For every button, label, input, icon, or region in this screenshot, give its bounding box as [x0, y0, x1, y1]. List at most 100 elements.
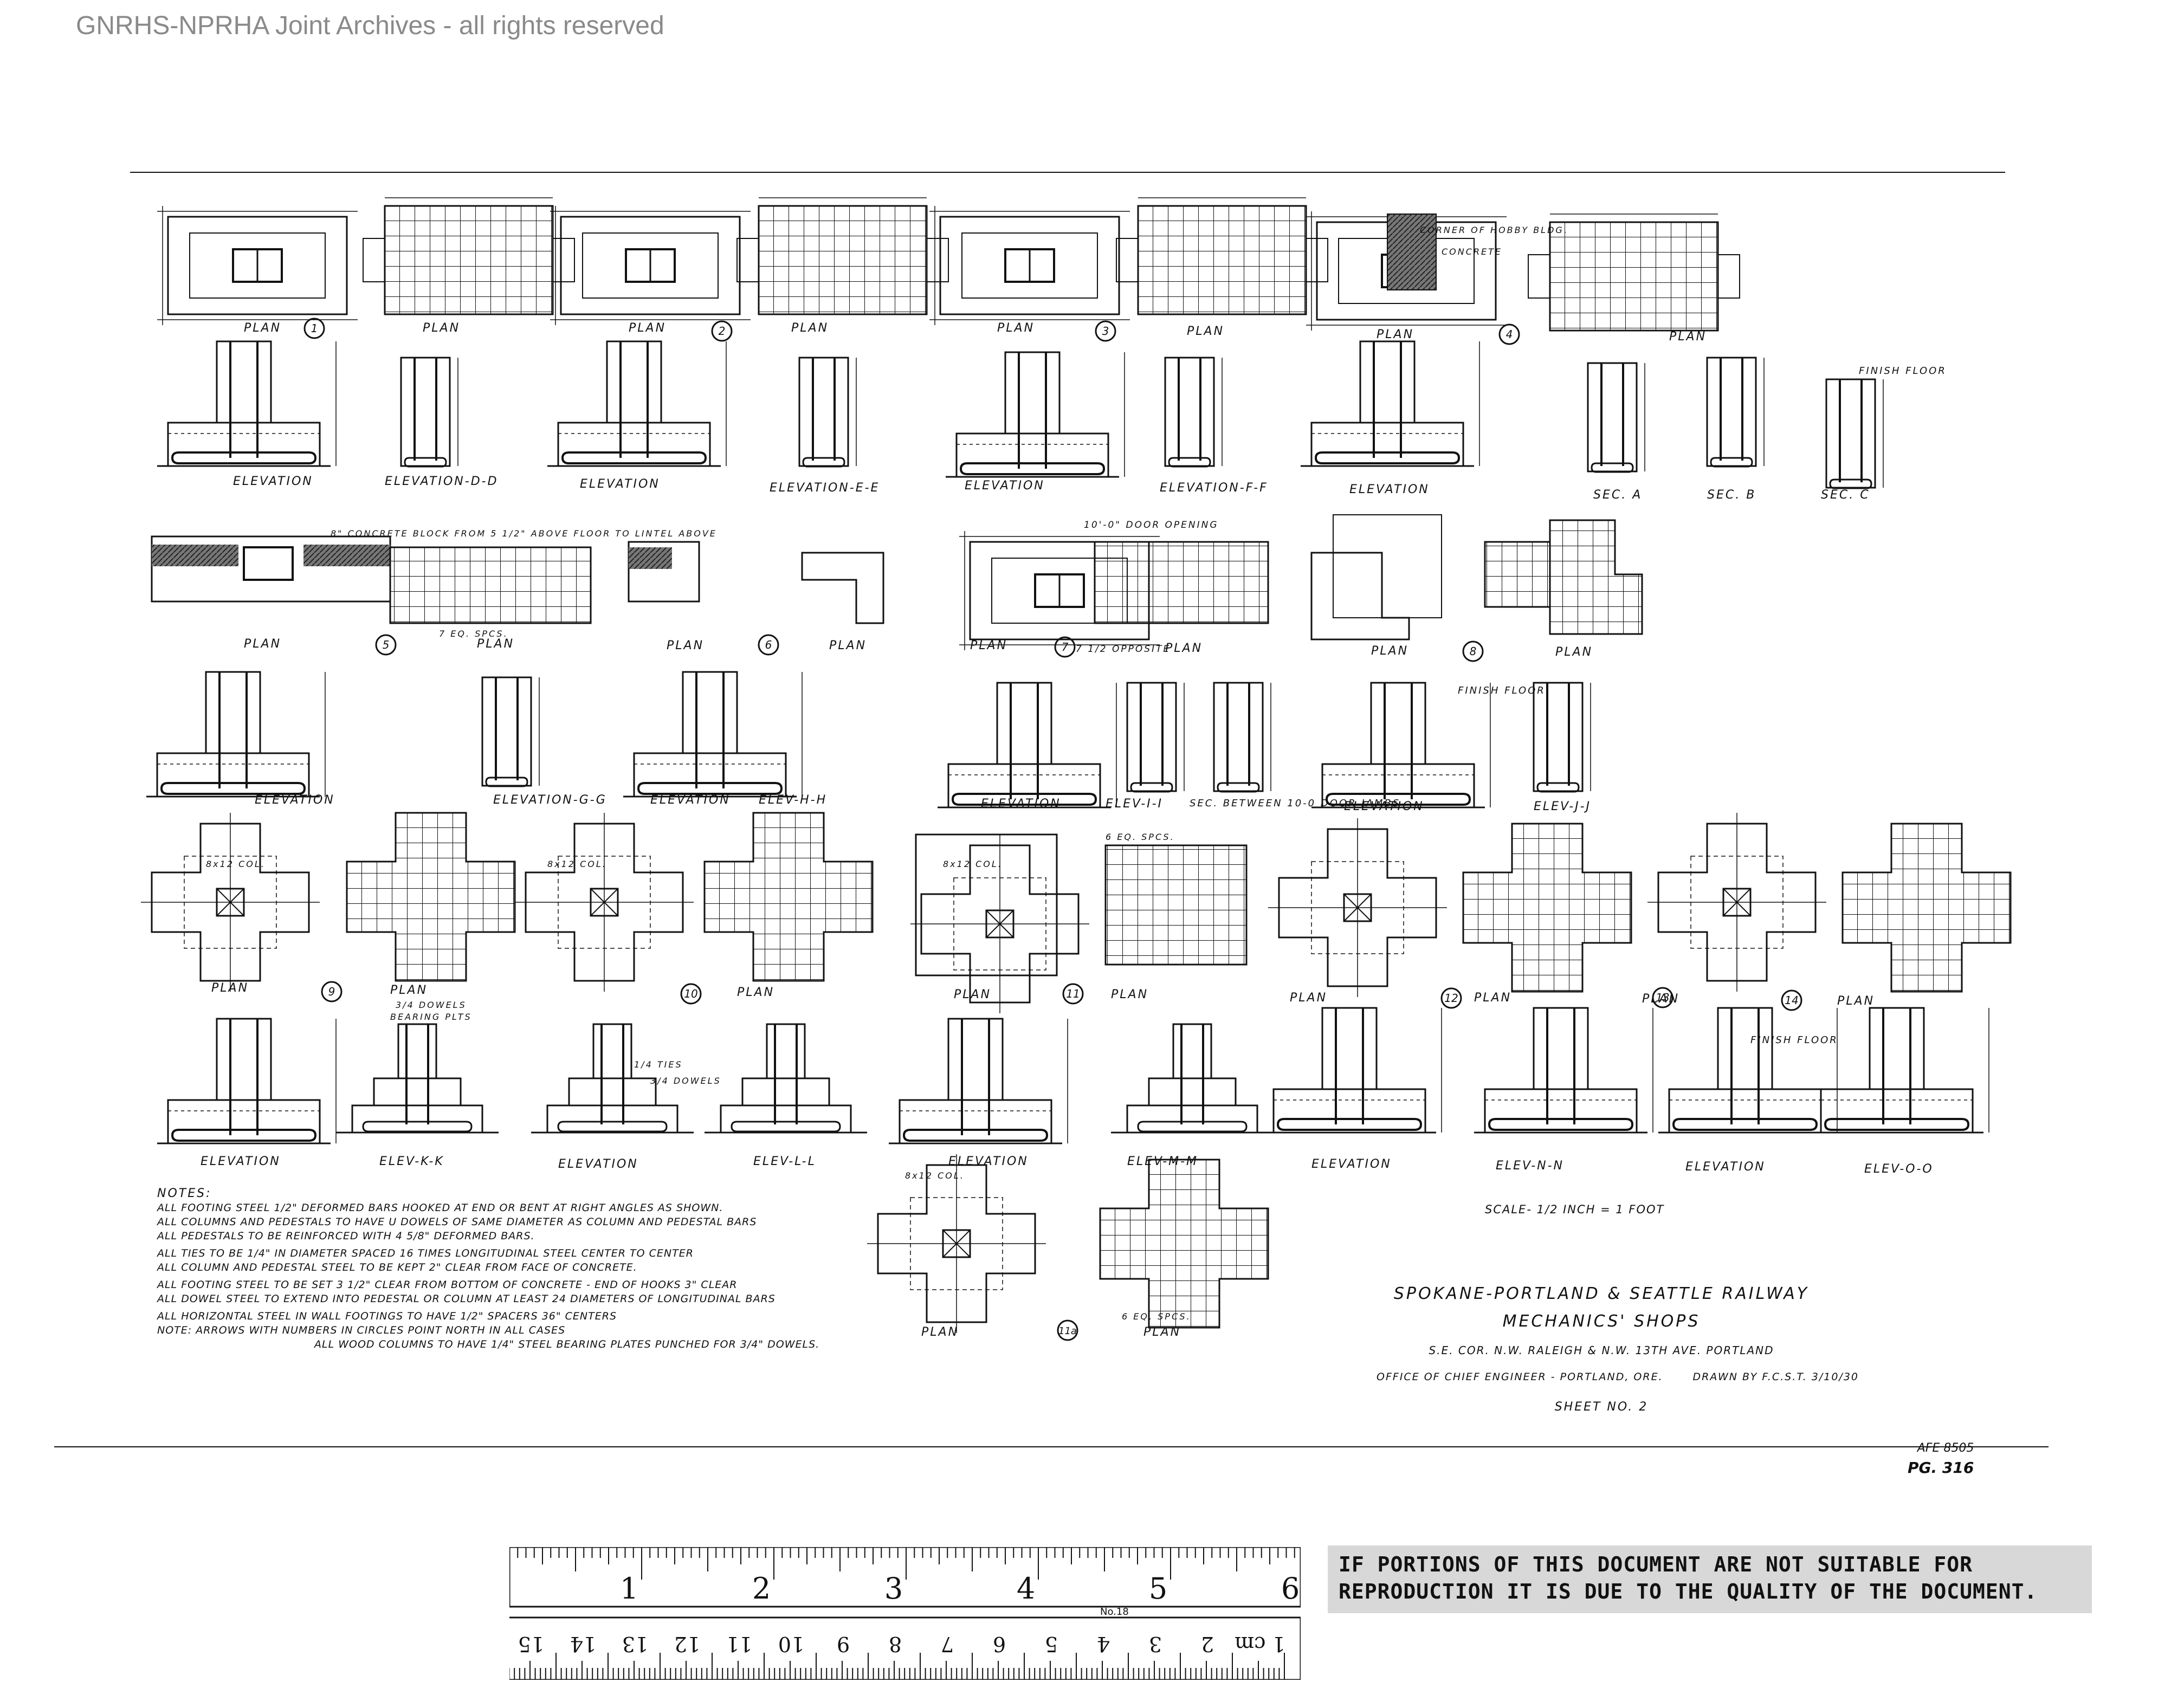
label-spcs-6: 6 EQ. SPCS. — [1122, 1311, 1191, 1322]
label-plan: PLAN — [829, 639, 867, 652]
marker-2: 2 — [719, 325, 726, 338]
label-plan: PLAN — [244, 637, 281, 651]
drawn-by: DRAWN BY F.C.S.T. 3/10/30 — [1692, 1371, 1859, 1383]
label-spcs-6: 6 EQ. SPCS. — [1106, 832, 1175, 842]
label-plan: PLAN — [791, 321, 829, 335]
note-line: ALL TIES TO BE 1/4" IN DIAMETER SPACED 1… — [157, 1247, 694, 1259]
cm-label: 7 — [941, 1632, 954, 1656]
label-elev-hh: ELEV-H-H — [759, 793, 827, 807]
label-plan: PLAN — [667, 639, 704, 652]
label-opposite: 7 1/2 OPPOSITE — [1076, 644, 1171, 655]
label-plan: PLAN — [244, 321, 281, 335]
cm-label: 5 — [1045, 1632, 1058, 1656]
label-bearing-plates: BEARING PLTS — [390, 1012, 472, 1022]
label-concrete: CONCRETE — [1442, 247, 1502, 257]
label-elev-jj: ELEV-J-J — [1534, 800, 1591, 813]
inch-label: 4 — [1017, 1571, 1035, 1606]
note-line: ALL FOOTING STEEL TO BE SET 3 1/2" CLEAR… — [157, 1279, 738, 1291]
marker-11a: 11a — [1058, 1325, 1077, 1337]
label-plan: PLAN — [1474, 991, 1511, 1005]
label-elevation: ELEVATION — [201, 1155, 281, 1168]
note-line: ALL PEDESTALS TO BE REINFORCED WITH 4 5/… — [157, 1230, 535, 1242]
label-elev-oo: ELEV-O-O — [1864, 1162, 1934, 1176]
label-plan: PLAN — [970, 639, 1007, 652]
ruler-model: No.18 — [1100, 1606, 1129, 1618]
label-dowels: 3/4 DOWELS — [650, 1076, 721, 1086]
label-col: 8x12 COL. — [905, 1170, 965, 1181]
railway-name: SPOKANE-PORTLAND & SEATTLE RAILWAY — [1393, 1284, 1810, 1303]
marker-7: 7 — [1062, 641, 1069, 654]
label-plan: PLAN — [1837, 994, 1875, 1008]
label-elevation-gg: ELEVATION-G-G — [493, 793, 607, 807]
office-row: OFFICE OF CHIEF ENGINEER - PORTLAND, ORE… — [1344, 1371, 1859, 1383]
label-finish-floor: FINISH FLOOR — [1859, 365, 1947, 377]
label-elev-mm: ELEV-M-M — [1127, 1155, 1198, 1168]
label-plan: PLAN — [629, 321, 666, 335]
label-corner-hobby: CORNER OF HOBBY BLDG. — [1420, 225, 1568, 235]
note-line: ALL COLUMNS AND PEDESTALS TO HAVE U DOWE… — [157, 1216, 757, 1228]
cm-label: 12 — [674, 1632, 700, 1656]
cm-label: 11 — [726, 1632, 752, 1656]
title-block: SPOKANE-PORTLAND & SEATTLE RAILWAY MECHA… — [1344, 1284, 1859, 1414]
label-elevation: ELEVATION — [1685, 1160, 1766, 1174]
label-elevation: ELEVATION — [558, 1157, 638, 1171]
label-elevation: ELEVATION — [1349, 483, 1430, 496]
label-plan: PLAN — [1143, 1325, 1181, 1339]
label-plan: PLAN — [1377, 328, 1414, 341]
label-plan: PLAN — [1555, 645, 1593, 659]
label-plan: PLAN — [211, 981, 249, 995]
label-elevation: ELEVATION — [1344, 800, 1424, 813]
cm-label: 9 — [837, 1632, 850, 1656]
marker-12: 12 — [1444, 992, 1458, 1005]
inch-label: 6 — [1281, 1571, 1300, 1606]
label-finish-floor: FINISH FLOOR — [1750, 1034, 1838, 1046]
note-line: ALL HORIZONTAL STEEL IN WALL FOOTINGS TO… — [157, 1310, 617, 1322]
label-col: 8x12 COL. — [206, 859, 266, 869]
label-elevation: ELEVATION — [650, 793, 731, 807]
label-elevation: ELEVATION — [981, 797, 1061, 811]
office-line: OFFICE OF CHIEF ENGINEER - PORTLAND, ORE… — [1377, 1371, 1663, 1383]
label-finish-floor: FINISH FLOOR — [1458, 685, 1546, 696]
label-elevation: ELEVATION — [965, 479, 1045, 493]
label-plan: PLAN — [997, 321, 1035, 335]
inch-label: 5 — [1149, 1571, 1167, 1606]
marker-8: 8 — [1470, 645, 1477, 658]
label-spcs-7: 7 EQ. SPCS. — [439, 629, 508, 639]
section-markers — [303, 318, 1802, 1011]
notes-heading: NOTES: — [157, 1187, 212, 1200]
label-dowels: 3/4 DOWELS — [396, 1000, 467, 1010]
sheet-number: SHEET NO. 2 — [1554, 1400, 1649, 1414]
afe-reference: AFE 8505 PG. 316 — [1908, 1439, 1974, 1478]
archive-watermark: GNRHS-NPRHA Joint Archives - all rights … — [76, 11, 664, 40]
label-plan: PLAN — [1187, 325, 1224, 338]
label-plan: PLAN — [1669, 330, 1707, 344]
label-sec-a: SEC. A — [1593, 488, 1642, 502]
label-plan: PLAN — [1371, 644, 1408, 658]
marker-10: 10 — [684, 987, 697, 1000]
measurement-ruler: 1 2 3 4 5 6 No.18 1 cm 2 3 4 5 6 7 8 9 1… — [492, 1546, 1303, 1682]
cm-label: 10 — [778, 1632, 804, 1656]
marker-5: 5 — [383, 638, 390, 651]
label-elevation-ee: ELEVATION-E-E — [770, 481, 880, 495]
scale-note: SCALE- 1/2 INCH = 1 FOOT — [1485, 1203, 1665, 1216]
note-line: ALL COLUMN AND PEDESTAL STEEL TO BE KEPT… — [157, 1262, 637, 1273]
cm-label: 1 cm — [1235, 1632, 1285, 1656]
cm-label: 14 — [570, 1632, 596, 1656]
location-line: S.E. COR. N.W. RALEIGH & N.W. 13TH AVE. … — [1429, 1344, 1774, 1357]
cm-label: 15 — [518, 1632, 544, 1656]
ruler-graphic: 1 2 3 4 5 6 No.18 1 cm 2 3 4 5 6 7 8 9 1… — [492, 1546, 1303, 1681]
label-plan: PLAN — [954, 988, 991, 1001]
cm-label: 2 — [1201, 1632, 1214, 1656]
note-line: ALL DOWEL STEEL TO EXTEND INTO PEDESTAL … — [157, 1293, 776, 1305]
afe-number: AFE 8505 — [1917, 1441, 1974, 1455]
label-sec-c: SEC. C — [1821, 488, 1870, 502]
label-sec-b: SEC. B — [1707, 488, 1756, 502]
label-elevation-dd: ELEVATION-D-D — [385, 475, 499, 488]
label-elev-ii: ELEV-I-I — [1106, 797, 1163, 811]
label-concrete-block: 8" CONCRETE BLOCK FROM 5 1/2" ABOVE FLOO… — [331, 528, 717, 539]
marker-3: 3 — [1102, 325, 1109, 338]
marker-14: 14 — [1785, 994, 1798, 1007]
marker-6: 6 — [765, 638, 772, 651]
